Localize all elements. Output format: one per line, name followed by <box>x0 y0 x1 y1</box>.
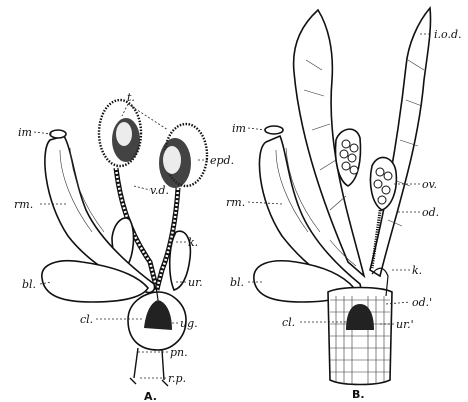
oviduct-right <box>370 8 431 276</box>
label-b-ur2: ur.' <box>396 318 414 331</box>
caption-b: B. <box>352 388 365 401</box>
label-b-im: im <box>232 122 246 135</box>
testis-right <box>159 124 207 188</box>
label-b-ov: ov. <box>422 178 437 191</box>
label-a-im: im <box>18 126 32 139</box>
label-a-rp: r.p. <box>168 372 186 385</box>
label-a-cl: cl. <box>80 313 93 326</box>
caption-a: A. <box>144 390 157 402</box>
figure-a-drawing <box>42 100 207 386</box>
label-a-k: k. <box>188 236 198 249</box>
label-b-k: k. <box>412 264 422 277</box>
label-a-t: t. <box>127 91 135 104</box>
label-b-od2: od.' <box>412 296 432 309</box>
label-b-cl: cl. <box>282 316 295 329</box>
label-b-bl: bl. <box>230 276 244 289</box>
label-b-od: od. <box>422 206 439 219</box>
label-b-rm: rm. <box>226 196 245 209</box>
label-a-pn: pn. <box>170 346 188 359</box>
label-a-epd: epd. <box>210 154 234 167</box>
label-b-iod: i.o.d. <box>434 28 461 41</box>
label-a-ug: ug. <box>180 317 198 330</box>
label-a-bl: bl. <box>22 278 36 291</box>
label-a-ur: ur. <box>188 276 203 289</box>
label-a-vd: v.d. <box>150 184 169 197</box>
testis-left <box>99 100 141 166</box>
label-a-rm: rm. <box>14 198 33 211</box>
